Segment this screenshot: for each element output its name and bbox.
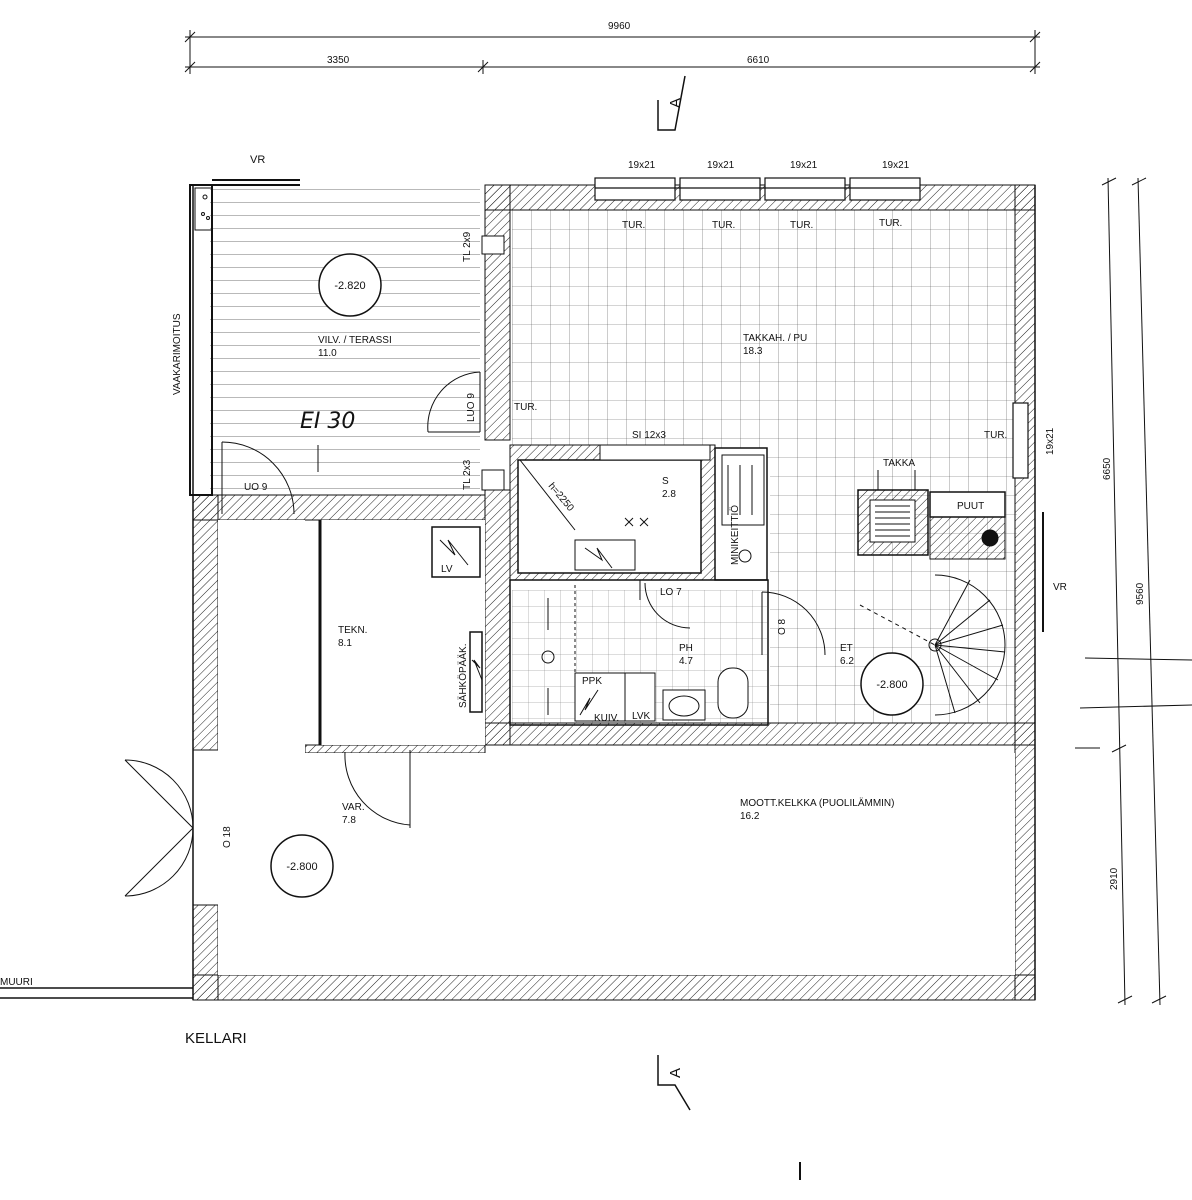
tl-2x3-opening [481, 469, 505, 491]
section-label-bottom: A [667, 1068, 684, 1078]
garage-name: MOOTT.KELKKA (PUOLILÄMMIN) [740, 797, 894, 809]
fireplace-room-name: TAKKAH. / PU [743, 333, 807, 344]
handwritten-note: EI 30 [300, 409, 355, 434]
window-size-2: 19x21 [707, 160, 735, 171]
storage-area: 7.8 [342, 815, 356, 826]
tech-room-area: 8.1 [338, 638, 352, 649]
vr-label-right: VR [1053, 582, 1067, 593]
terrace-name: VILV. / TERASSI [318, 335, 392, 346]
storage-level-circle [270, 834, 334, 898]
o8-label: O 8 [777, 618, 788, 635]
terrace-level-circle [318, 253, 382, 317]
tl-2x3-label: TL 2x3 [462, 459, 473, 490]
plan-title: KELLARI [185, 1030, 247, 1047]
section-marker-top [657, 75, 686, 131]
section-marker-bottom [657, 1055, 691, 1111]
dim-top-total: 9960 [608, 21, 631, 32]
right-window [1012, 402, 1029, 479]
sauna-area: 2.8 [662, 489, 676, 500]
sauna-name: S [662, 476, 669, 487]
garage-floor [218, 753, 1015, 975]
tl-2x9-opening [481, 235, 505, 255]
kitchenette [714, 447, 768, 581]
storage-name: VAR. [342, 802, 365, 813]
hall-level-circle [860, 652, 924, 716]
tech-room-name: TEKN. [338, 625, 367, 636]
chimney-flue [981, 529, 999, 547]
fireplace-room-floor [512, 210, 1017, 445]
window-size-3: 19x21 [790, 160, 818, 171]
washroom-area: 4.7 [679, 656, 693, 667]
fireplace [857, 470, 929, 556]
window-tur-1: TUR. [622, 220, 645, 231]
storage-level: -2.800 [286, 861, 317, 873]
terrace-level: -2.820 [334, 280, 365, 292]
lo7-label: LO 7 [660, 587, 682, 598]
hall-level: -2.800 [876, 679, 907, 691]
uo9-door [221, 441, 295, 515]
right-window-tur: TUR. [984, 430, 1007, 441]
takka-label: TAKKA [883, 458, 915, 469]
sauna-heater-icon [584, 517, 649, 569]
dim-right-upper: 6650 [1102, 457, 1113, 480]
tech-room-equipment [431, 526, 483, 713]
window-size-4: 19x21 [882, 160, 910, 171]
terrace-drain-icon [194, 187, 213, 231]
lvk-label: LVK [632, 711, 650, 722]
tech-room-floor [320, 520, 485, 745]
top-windows [594, 177, 921, 201]
terrace-floor [210, 188, 480, 493]
double-door-o18 [124, 750, 194, 905]
right-window-size: 19x21 [1045, 427, 1056, 455]
dim-top-right: 6610 [747, 55, 770, 66]
lv-label: LV [441, 564, 453, 575]
sauna-walls [509, 444, 716, 581]
o18-label: O 18 [222, 826, 233, 848]
spiral-stair [859, 574, 1006, 716]
washroom-fixtures [509, 579, 769, 726]
outer-outline [0, 185, 1036, 1000]
uo9-label: UO 9 [244, 482, 268, 493]
luo9-label: LUO 9 [466, 393, 477, 422]
terrace-area: 11.0 [318, 348, 337, 359]
muuri-label: MUURI [0, 977, 33, 988]
section-label-top: A [667, 98, 684, 108]
left-tur-label: TUR. [514, 402, 537, 413]
vr-label-top: VR [250, 154, 265, 166]
vaakarimoitus-label: VAAKARIMOITUS [172, 313, 183, 395]
hall-area: 6.2 [840, 656, 854, 667]
o8-door [761, 591, 826, 656]
window-size-1: 19x21 [628, 160, 656, 171]
dim-right-lower: 2910 [1109, 867, 1120, 890]
puut-label: PUUT [957, 501, 984, 512]
kuiv-label: KUIV. [594, 713, 619, 724]
garage-floor-left [218, 520, 305, 753]
si-12x3-label: SI 12x3 [632, 430, 666, 441]
dimension-lines [184, 30, 1192, 1006]
window-tur-4: TUR. [879, 218, 902, 229]
hall-name: ET [840, 643, 853, 654]
dim-right-total: 9560 [1135, 582, 1146, 605]
luo9-door [427, 371, 481, 433]
sahkopaak-label: SÄHKÖPÄÄK. [457, 644, 469, 708]
window-tur-2: TUR. [712, 220, 735, 231]
fireplace-room-area: 18.3 [743, 346, 763, 357]
ppk-label: PPK [582, 676, 602, 687]
minikeittio-label: MINIKEITTIÖ [729, 505, 741, 565]
storage-door [344, 750, 411, 828]
window-tur-3: TUR. [790, 220, 813, 231]
garage-area: 16.2 [740, 811, 760, 822]
tl-2x9-label: TL 2x9 [462, 231, 473, 262]
washroom-name: PH [679, 643, 693, 654]
dim-top-left: 3350 [327, 55, 350, 66]
